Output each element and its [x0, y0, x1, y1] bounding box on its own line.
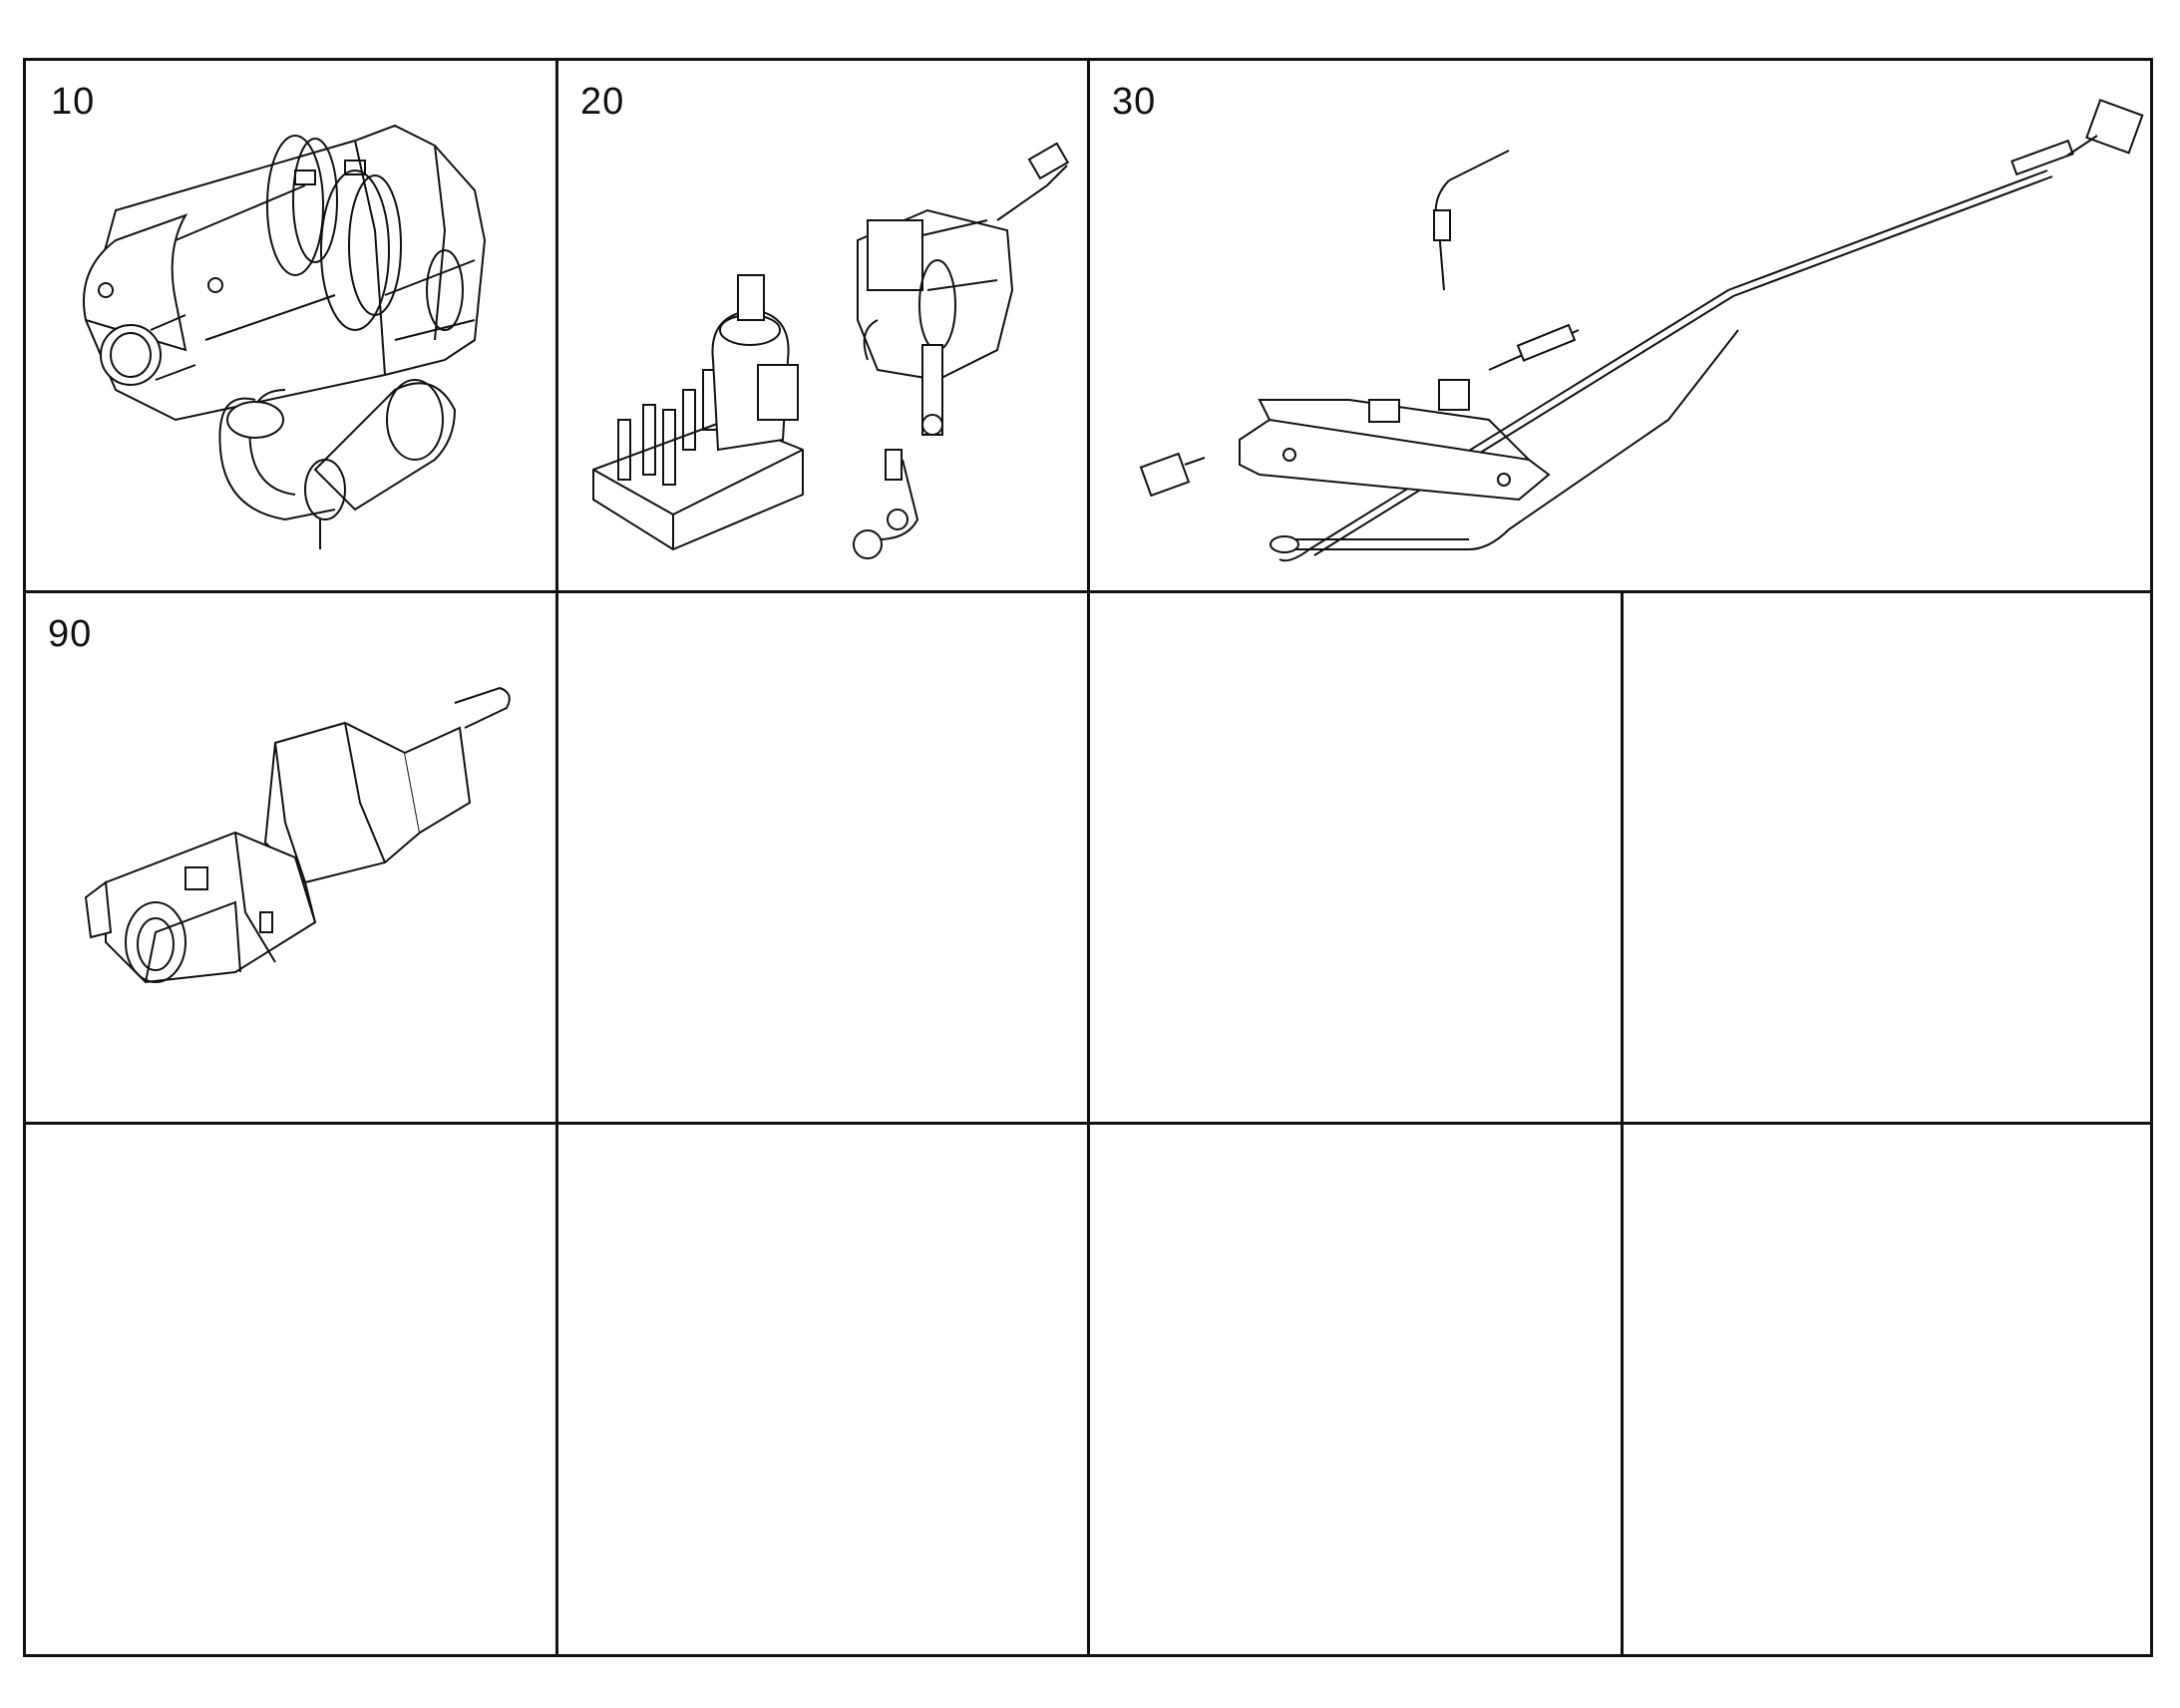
panel-empty [26, 1125, 555, 1654]
grid-divider [555, 61, 558, 1654]
parts-index-grid: 10 [23, 58, 2153, 1657]
panel-number: 90 [48, 613, 93, 655]
panel-number: 30 [1112, 81, 1157, 123]
panel-number: 20 [580, 81, 625, 123]
panel-empty [1090, 1125, 1621, 1654]
panel-empty [1090, 593, 1621, 1122]
exhaust-sensors-icon [1110, 81, 2137, 579]
panel-90[interactable]: 90 [26, 593, 555, 1122]
temperature-sensor-icon [76, 683, 535, 1082]
panel-20[interactable]: 20 [558, 61, 1087, 590]
exhaust-aftertreatment-assembly-icon [56, 91, 545, 569]
dosing-pump-module-icon [578, 121, 1067, 579]
panel-empty [558, 593, 1087, 1122]
grid-divider [26, 1122, 2150, 1125]
panel-10[interactable]: 10 [26, 61, 555, 590]
panel-empty [1624, 1125, 2150, 1654]
panel-number: 10 [51, 81, 96, 123]
panel-empty [1624, 593, 2150, 1122]
panel-empty [558, 1125, 1087, 1654]
grid-divider [26, 590, 2150, 593]
panel-30[interactable]: 30 [1090, 61, 2150, 590]
grid-divider [1087, 61, 1090, 1654]
